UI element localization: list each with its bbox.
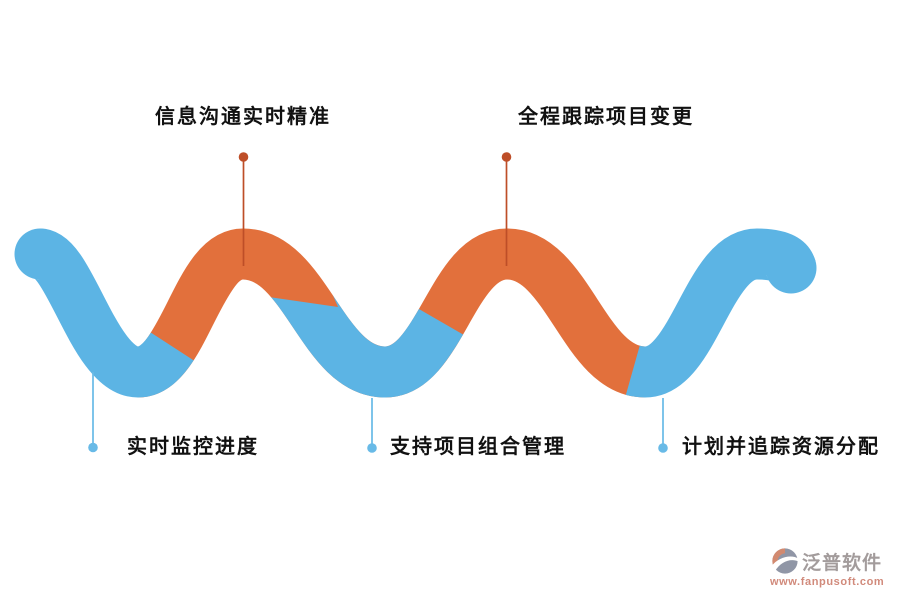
feature-label-info-communication: 信息沟通实时精准	[155, 106, 331, 128]
watermark-company-name: 泛普软件	[802, 552, 883, 574]
callout-dot-bottom-1	[88, 442, 98, 453]
feature-label-portfolio-management: 支持项目组合管理	[390, 436, 566, 458]
watermark: 泛普软件 www.fanpusoft.com	[770, 547, 896, 588]
feature-label-change-tracking: 全程跟踪项目变更	[518, 106, 694, 128]
callout-dot-bottom-2	[367, 443, 377, 453]
watermark-url: www.fanpusoft.com	[770, 576, 885, 588]
feature-label-resource-allocation: 计划并追踪资源分配	[682, 436, 880, 458]
callout-dot-top-2	[501, 152, 512, 162]
wave-endcap-left	[14, 228, 66, 280]
wave-endcap-right	[765, 242, 817, 294]
callout-dot-bottom-3	[658, 443, 668, 453]
fanpu-logo-icon	[771, 548, 799, 574]
wave-segment-blue-1	[30, 228, 194, 398]
feature-label-progress-monitoring: 实时监控进度	[127, 436, 259, 458]
callout-dot-top-1	[238, 152, 249, 162]
